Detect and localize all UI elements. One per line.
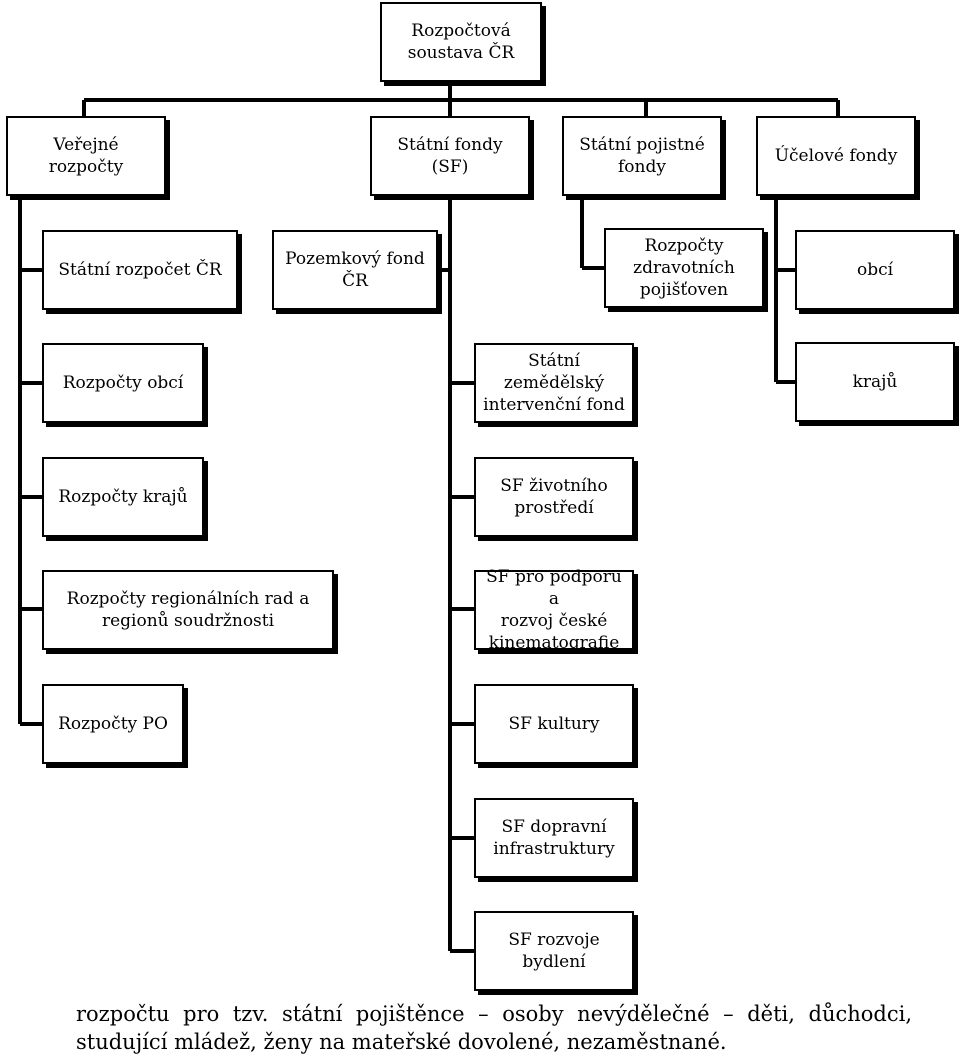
node-state-budget: Státní rozpočet ČR	[42, 230, 238, 310]
node-agricultural-fund: Státní zemědělský intervenční fond	[474, 343, 634, 423]
node-municipal-budgets: Rozpočty obcí	[42, 343, 204, 423]
node-purpose-municipal: obcí	[795, 230, 955, 310]
node-po-budgets: Rozpočty PO	[42, 684, 184, 764]
node-housing-fund: SF rozvoje bydlení	[474, 911, 634, 991]
node-regional-councils-budgets: Rozpočty regionálních rad a regionů soud…	[42, 570, 334, 650]
category-insurance-funds: Státní pojistné fondy	[562, 116, 722, 196]
node-land-fund: Pozemkový fond ČR	[272, 230, 438, 310]
node-purpose-regional: krajů	[795, 342, 955, 422]
node-health-insurance-budgets: Rozpočty zdravotních pojišťoven	[604, 228, 764, 308]
node-environment-fund: SF životního prostředí	[474, 457, 634, 537]
category-public-budgets: Veřejné rozpočty	[6, 116, 166, 196]
node-cinematography-fund: SF pro podporu a rozvoj české kinematogr…	[474, 567, 634, 653]
root-node: Rozpočtová soustava ČR	[380, 2, 542, 82]
node-culture-fund: SF kultury	[474, 684, 634, 764]
node-regional-budgets: Rozpočty krajů	[42, 457, 204, 537]
category-state-funds: Státní fondy (SF)	[370, 116, 530, 196]
node-transport-fund: SF dopravní infrastruktury	[474, 798, 634, 878]
category-purpose-funds: Účelové fondy	[756, 116, 916, 196]
caption-text: rozpočtu pro tzv. státní pojištěnce – os…	[76, 1002, 912, 1054]
